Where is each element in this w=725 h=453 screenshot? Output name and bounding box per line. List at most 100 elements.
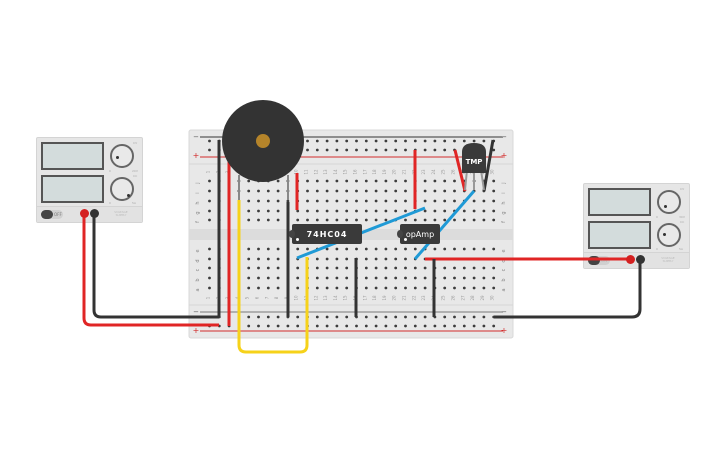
hole[interactable]: [335, 189, 339, 193]
hole[interactable]: [364, 209, 368, 213]
rail-hole[interactable]: [276, 324, 280, 328]
rail-hole[interactable]: [276, 148, 280, 152]
hole[interactable]: [394, 189, 398, 193]
hole[interactable]: [296, 286, 300, 290]
hole[interactable]: [325, 266, 329, 270]
hole[interactable]: [482, 257, 486, 261]
rail-hole[interactable]: [247, 315, 251, 319]
hole[interactable]: [443, 276, 447, 280]
rail-hole[interactable]: [355, 139, 358, 143]
hole[interactable]: [217, 286, 221, 290]
hole[interactable]: [404, 189, 407, 193]
ic-74hc04[interactable]: 74HC04: [289, 224, 362, 244]
rail-hole[interactable]: [276, 315, 280, 319]
hole[interactable]: [325, 257, 329, 261]
hole[interactable]: [345, 257, 349, 261]
hole[interactable]: [462, 199, 466, 203]
hole[interactable]: [306, 276, 309, 280]
hole[interactable]: [286, 276, 290, 280]
hole[interactable]: [394, 199, 398, 203]
hole[interactable]: [413, 276, 417, 280]
rail-hole[interactable]: [492, 324, 496, 328]
hole[interactable]: [217, 179, 221, 183]
hole[interactable]: [315, 209, 319, 213]
hole[interactable]: [384, 179, 388, 183]
hole[interactable]: [374, 218, 378, 222]
rail-hole[interactable]: [453, 324, 456, 328]
hole[interactable]: [315, 276, 319, 280]
rail-hole[interactable]: [482, 148, 486, 152]
hole[interactable]: [355, 218, 358, 222]
rail-hole[interactable]: [257, 315, 260, 319]
hole[interactable]: [286, 189, 290, 193]
hole[interactable]: [413, 266, 417, 270]
hole[interactable]: [257, 276, 260, 280]
rail-hole[interactable]: [276, 139, 280, 143]
hole[interactable]: [462, 266, 466, 270]
hole[interactable]: [453, 218, 456, 222]
hole[interactable]: [257, 218, 260, 222]
rail-hole[interactable]: [345, 324, 349, 328]
hole[interactable]: [247, 257, 251, 261]
rail-hole[interactable]: [227, 324, 231, 328]
hole[interactable]: [443, 199, 447, 203]
hole[interactable]: [266, 286, 270, 290]
hole[interactable]: [247, 247, 251, 251]
hole[interactable]: [404, 209, 407, 213]
hole[interactable]: [443, 209, 447, 213]
rail-hole[interactable]: [345, 139, 349, 143]
hole[interactable]: [237, 276, 241, 280]
hole[interactable]: [227, 286, 231, 290]
hole[interactable]: [384, 199, 388, 203]
hole[interactable]: [217, 257, 221, 261]
hole[interactable]: [208, 286, 211, 290]
hole[interactable]: [247, 199, 251, 203]
hole[interactable]: [266, 247, 270, 251]
hole[interactable]: [443, 247, 447, 251]
rail-hole[interactable]: [462, 324, 466, 328]
rail-hole[interactable]: [315, 139, 319, 143]
hole[interactable]: [355, 189, 358, 193]
rail-hole[interactable]: [364, 148, 368, 152]
voltage-knob[interactable]: [657, 190, 681, 214]
hole[interactable]: [492, 209, 496, 213]
hole[interactable]: [325, 179, 329, 183]
rail-hole[interactable]: [413, 315, 417, 319]
hole[interactable]: [247, 218, 251, 222]
hole[interactable]: [315, 199, 319, 203]
hole[interactable]: [276, 218, 280, 222]
rail-hole[interactable]: [423, 315, 427, 319]
rail-hole[interactable]: [237, 148, 241, 152]
hole[interactable]: [257, 189, 260, 193]
hole[interactable]: [404, 266, 407, 270]
hole[interactable]: [472, 286, 476, 290]
hole[interactable]: [492, 179, 496, 183]
hole[interactable]: [364, 189, 368, 193]
hole[interactable]: [355, 247, 358, 251]
hole[interactable]: [286, 286, 290, 290]
hole[interactable]: [227, 189, 231, 193]
hole[interactable]: [404, 218, 407, 222]
psu-left-negative-terminal[interactable]: [90, 209, 99, 218]
rail-hole[interactable]: [404, 315, 407, 319]
rail-hole[interactable]: [325, 324, 329, 328]
hole[interactable]: [413, 247, 417, 251]
hole[interactable]: [404, 179, 407, 183]
hole[interactable]: [335, 179, 339, 183]
power-switch[interactable]: ON: [588, 256, 610, 265]
hole[interactable]: [482, 199, 486, 203]
hole[interactable]: [404, 247, 407, 251]
hole[interactable]: [433, 199, 437, 203]
psu-right-positive-terminal[interactable]: [626, 255, 635, 264]
rail-hole[interactable]: [315, 324, 319, 328]
hole[interactable]: [423, 209, 427, 213]
hole[interactable]: [257, 247, 260, 251]
hole[interactable]: [374, 247, 378, 251]
hole[interactable]: [364, 199, 368, 203]
hole[interactable]: [227, 257, 231, 261]
rail-hole[interactable]: [462, 139, 466, 143]
hole[interactable]: [384, 209, 388, 213]
hole[interactable]: [257, 266, 260, 270]
rail-hole[interactable]: [296, 315, 300, 319]
